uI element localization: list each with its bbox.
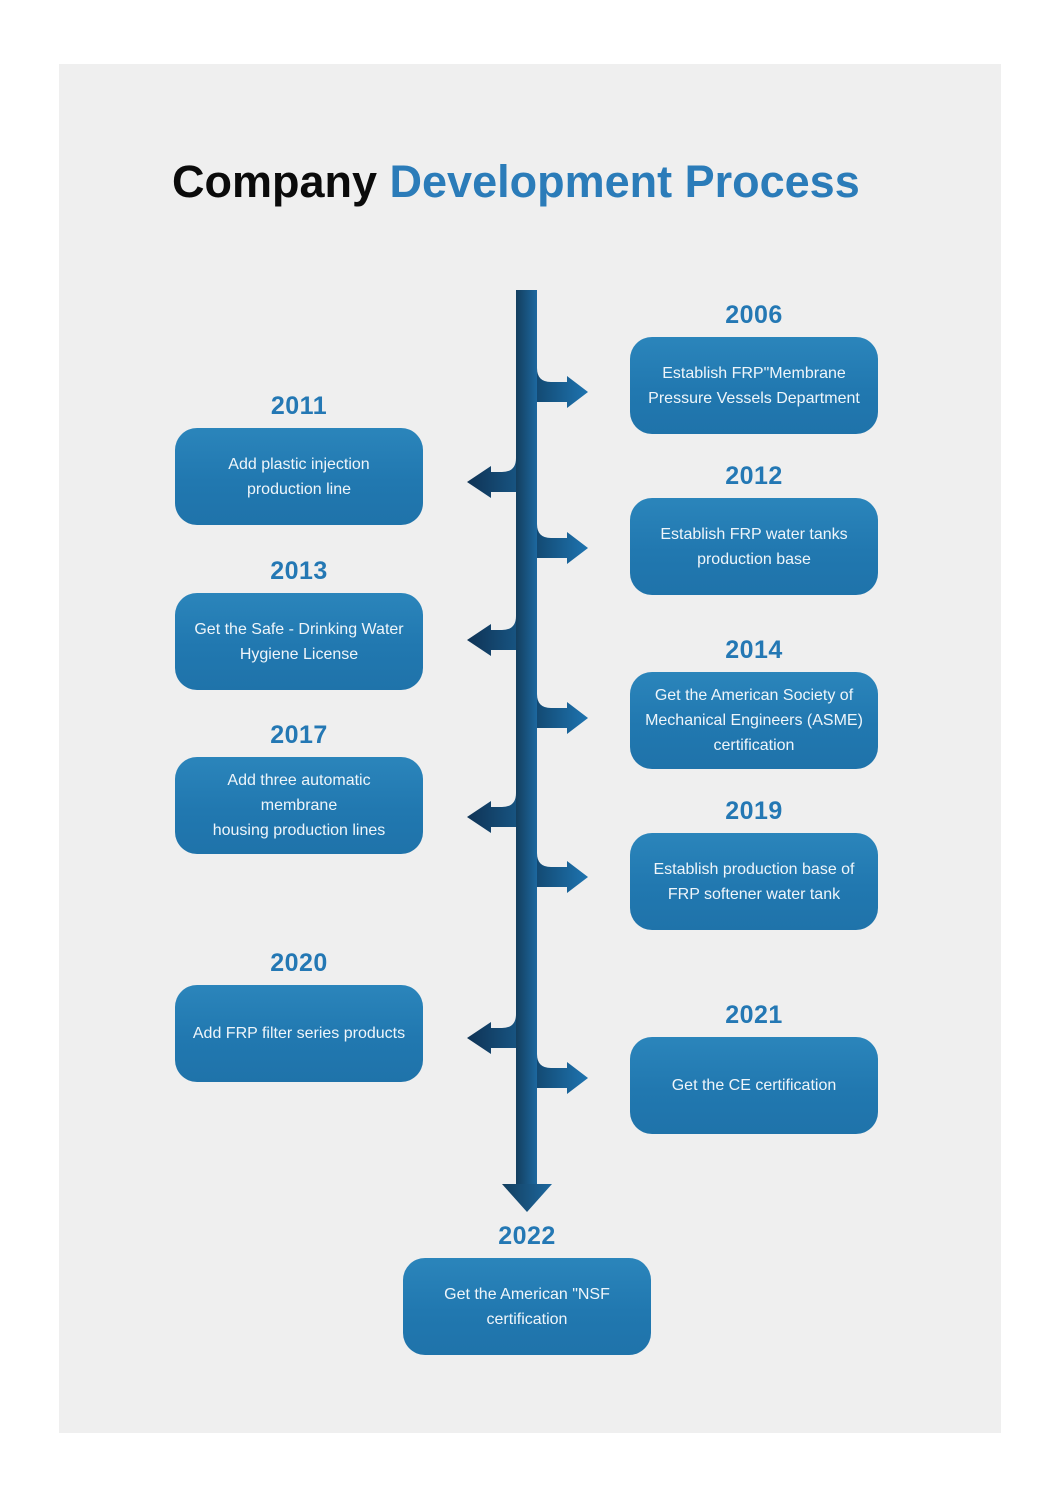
event-text: Get the American Society of Mechanical E… [645,687,863,754]
event-box: Get the CE certification [630,1037,878,1134]
branch-arrow-right-2014 [537,694,588,734]
event-text: Add FRP filter series products [192,1025,406,1042]
branch-arrow-left-2020 [467,1014,516,1054]
branch-arrow-right-2006 [537,368,588,408]
timeline-event-2019: 2019 Establish production base of FRP so… [630,797,878,930]
event-text: Add three automatic membrane housing pro… [212,772,386,839]
event-text: Establish FRP"Membrane Pressure Vessels … [648,364,860,407]
event-box: Get the Safe - Drinking Water Hygiene Li… [175,593,423,690]
event-year: 2019 [725,797,783,825]
timeline-event-2021: 2021 Get the CE certification [630,1001,878,1134]
event-text: Add plastic injection production line [228,455,370,498]
event-box: Get the American "NSF certification [403,1258,651,1355]
event-box: Add plastic injection production line [175,428,423,525]
event-box: Establish FRP water tanks production bas… [630,498,878,595]
event-year: 2017 [270,721,328,749]
branch-arrow-right-2019 [537,853,588,893]
timeline-event-2017: 2017 Add three automatic membrane housin… [175,721,423,854]
timeline-event-2020: 2020 Add FRP filter series products [175,949,423,1082]
event-year: 2011 [270,392,328,420]
timeline-event-2022: 2022 Get the American "NSF certification [403,1222,651,1355]
event-text: Get the Safe - Drinking Water Hygiene Li… [194,620,404,663]
event-text: Get the American "NSF certification [444,1285,610,1328]
timeline-event-2011: 2011 Add plastic injection production li… [175,392,423,525]
event-box: Add three automatic membrane housing pro… [175,757,423,854]
event-year: 2012 [725,462,783,490]
page-title-blue: Development Process [377,156,860,207]
branch-arrow-right-2021 [537,1054,588,1094]
event-year: 2022 [498,1222,556,1250]
branch-arrow-left-2013 [467,616,516,656]
page-title: Company Development Process [172,156,860,208]
event-year: 2021 [725,1001,783,1029]
branch-arrow-left-2011 [467,458,516,498]
timeline-event-2006: 2006 Establish FRP"Membrane Pressure Ves… [630,301,878,434]
timeline-spine-arrowhead [502,1184,552,1212]
event-box: Add FRP filter series products [175,985,423,1082]
event-year: 2013 [270,557,328,585]
event-text: Establish production base of FRP softene… [653,860,855,903]
timeline-event-2014: 2014 Get the American Society of Mechani… [630,636,878,769]
page-title-black: Company [172,156,378,207]
timeline-event-2012: 2012 Establish FRP water tanks productio… [630,462,878,595]
branch-arrow-left-2017 [467,793,516,833]
event-box: Get the American Society of Mechanical E… [630,672,878,769]
event-text: Get the CE certification [671,1077,837,1094]
event-box: Establish FRP"Membrane Pressure Vessels … [630,337,878,434]
branch-arrow-right-2012 [537,524,588,564]
timeline-event-2013: 2013 Get the Safe - Drinking Water Hygie… [175,557,423,690]
timeline-spine [516,290,537,1186]
event-year: 2014 [725,636,783,664]
event-year: 2006 [725,301,783,329]
event-text: Establish FRP water tanks production bas… [660,525,848,568]
event-year: 2020 [270,949,328,977]
event-box: Establish production base of FRP softene… [630,833,878,930]
